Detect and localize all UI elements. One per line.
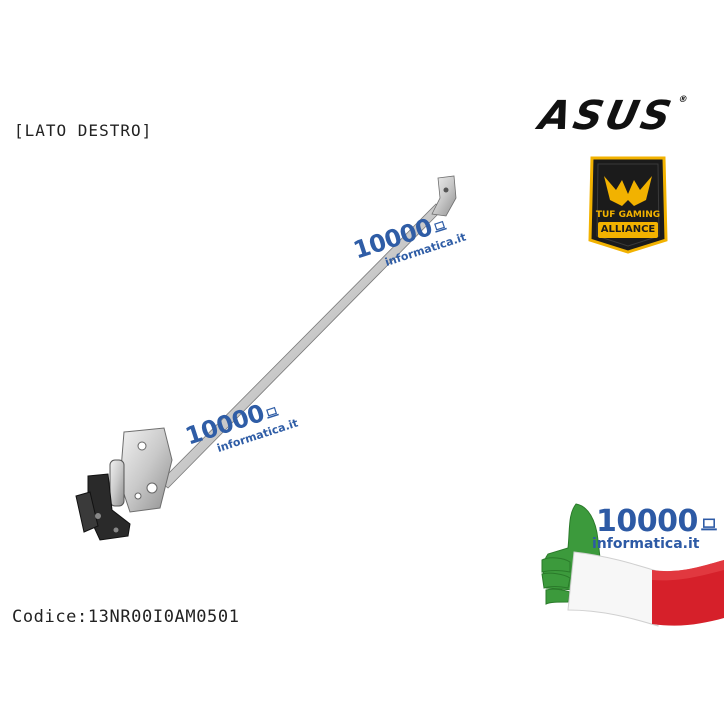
hinge-illustration [75, 175, 457, 541]
tuf-line2: ALLIANCE [600, 224, 656, 235]
tuf-emblem-icon [604, 176, 652, 206]
side-label: [LATO DESTRO] [14, 121, 153, 140]
store-logo-domain: informatica.it [592, 536, 700, 552]
asus-logo: ASUS® [535, 93, 689, 139]
store-logo-number: 10000 [596, 504, 717, 539]
store-logo-number-text: 10000 [596, 504, 698, 539]
watermark-bottom: 10000 informatica.it [182, 390, 300, 463]
thumbs-up-flag-icon [541, 503, 724, 627]
tuf-gaming-badge: TUF GAMING ALLIANCE [586, 154, 670, 254]
hinge-pivot [109, 459, 125, 507]
product-code: Codice:13NR00I0AM0501 [12, 607, 240, 627]
watermark-top: 10000 informatica.it [350, 204, 468, 277]
tuf-line1: TUF GAMING [595, 210, 661, 220]
laptop-icon [266, 406, 279, 419]
registered-mark: ® [677, 95, 689, 105]
laptop-icon [701, 518, 717, 531]
tuf-badge-shape [588, 156, 668, 254]
hinge-top-bracket [431, 175, 457, 217]
hinge-mount-plate [119, 427, 173, 513]
laptop-icon [434, 220, 447, 233]
asus-logo-text: ASUS [535, 93, 678, 139]
